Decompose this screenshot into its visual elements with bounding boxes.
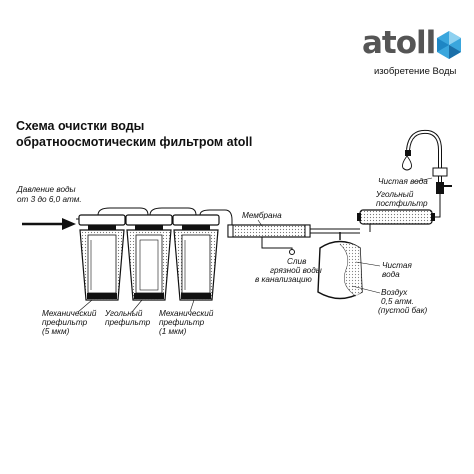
label-prefilter-2-a: Угольный [104, 309, 143, 318]
label-pressure-1: Давление воды [16, 185, 76, 194]
storage-tank [317, 232, 363, 300]
logo-mark-icon [437, 31, 461, 59]
label-clean-water-tank-2: вода [382, 270, 400, 279]
carbon-postfilter [357, 209, 435, 225]
label-prefilter-3-a: Механический [159, 309, 214, 318]
title-line-2: обратноосмотическим фильтром atoll [16, 135, 253, 149]
diagram-title: Схема очистки воды обратноосмотическим ф… [16, 118, 252, 150]
brand-tagline: изобретение Воды [374, 66, 457, 77]
label-carbon-post-1: Угольный [375, 190, 414, 199]
label-carbon-post-2: постфильтр [376, 199, 428, 208]
brand-logo: atoll [362, 25, 436, 61]
label-pressure-2: от 3 до 6,0 атм. [17, 195, 82, 204]
label-membrane: Мембрана [242, 211, 282, 220]
label-air-2: 0,5 атм. [381, 297, 414, 306]
prefilter-housing-1 [78, 214, 126, 301]
water-drop-icon [402, 155, 412, 171]
label-prefilter-2-b: префильтр [105, 318, 151, 327]
faucet-icon [405, 129, 452, 194]
label-drain-1: Слив [287, 257, 307, 266]
label-clean-water-top: Чистая вода [378, 177, 428, 186]
label-clean-water-tank-1: Чистая [382, 261, 412, 270]
membrane-housing [227, 224, 311, 238]
label-air-3: (пустой бак) [378, 306, 428, 315]
label-air-1: Воздух [381, 288, 408, 297]
title-line-1: Схема очистки воды [16, 119, 145, 133]
label-drain-3: в канализацию [255, 275, 312, 284]
prefilter-housing-2 [125, 214, 173, 301]
label-prefilter-1-b: префильтр [42, 318, 88, 327]
label-prefilter-3-c: (1 мкм) [159, 327, 187, 336]
label-prefilter-3-b: префильтр [159, 318, 205, 327]
label-drain-2: грязной воды [270, 266, 322, 275]
label-prefilter-1-c: (5 мкм) [42, 327, 70, 336]
prefilter-housing-3 [172, 214, 220, 301]
arrow-right-icon [22, 218, 76, 230]
label-prefilter-1-a: Механический [42, 309, 97, 318]
